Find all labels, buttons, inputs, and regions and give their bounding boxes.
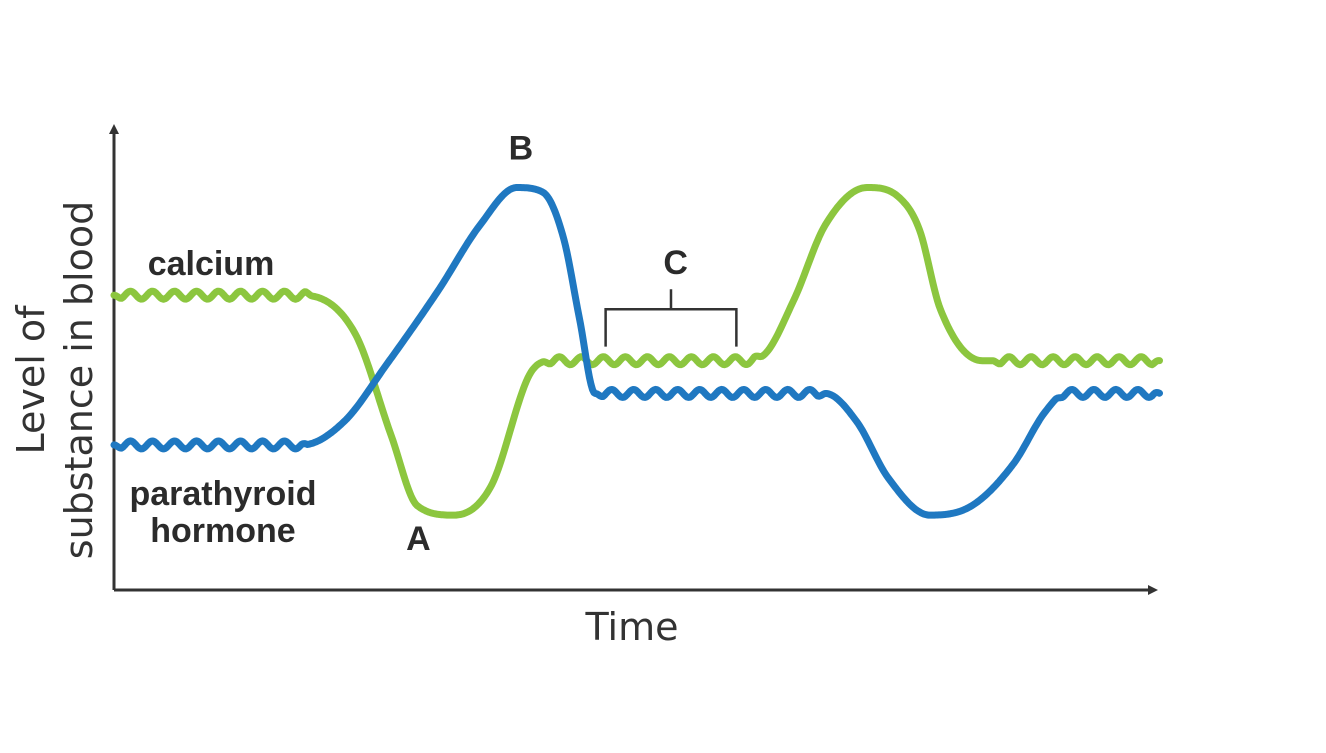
- x-axis-title: Time: [585, 605, 679, 649]
- series-line-calcium: [110, 184, 1163, 519]
- series-label-parathyroid: parathyroid: [129, 475, 316, 513]
- point-label-a: A: [406, 520, 431, 558]
- axes: [109, 124, 1158, 595]
- series-label-hormone: hormone: [150, 512, 295, 550]
- bracket-c: [604, 289, 738, 347]
- annotation-layer: A B C: [406, 129, 738, 558]
- y-axis-title-line2: substance in blood: [57, 201, 101, 559]
- point-label-c: C: [663, 244, 688, 282]
- series-layer: [110, 184, 1163, 519]
- series-line-parathyroid-hormone: [110, 184, 1163, 519]
- series-label-calcium: calcium: [148, 245, 275, 283]
- y-axis-title-line1: Level of: [9, 304, 53, 455]
- point-label-b: B: [509, 129, 534, 167]
